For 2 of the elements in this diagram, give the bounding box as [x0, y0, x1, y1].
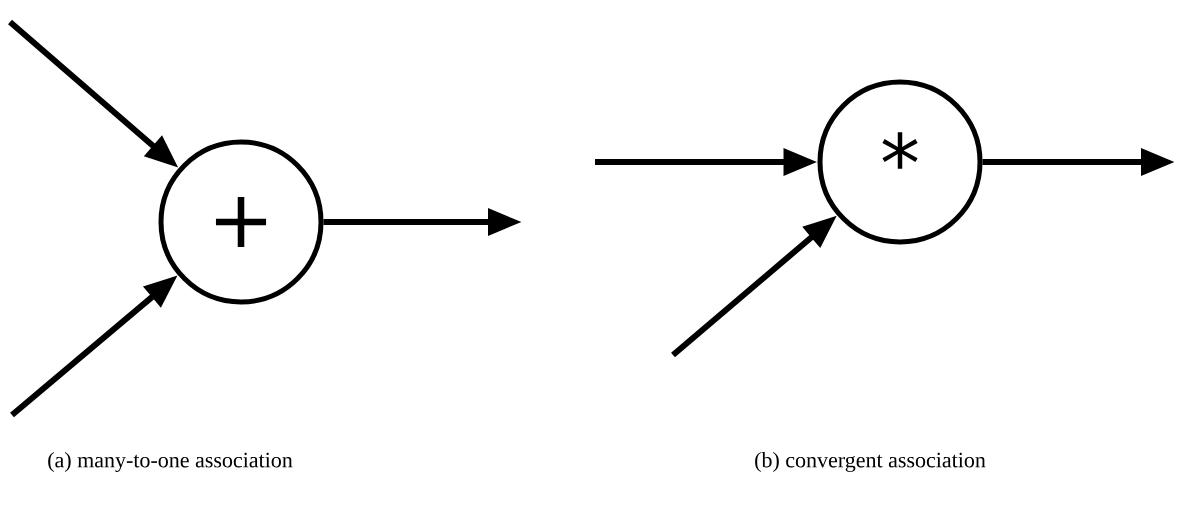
caption: (b) convergent association [755, 452, 986, 472]
caption: (a) many-to-one association [48, 452, 293, 472]
